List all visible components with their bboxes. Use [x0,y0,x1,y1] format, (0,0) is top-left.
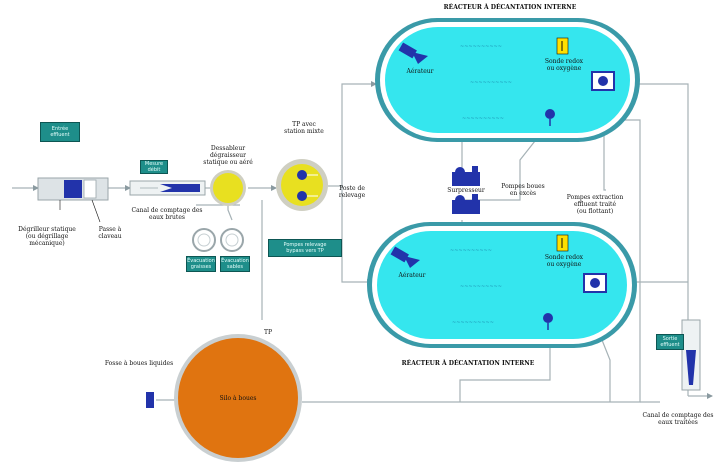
blower-2 [452,194,480,214]
grease-tag: Évacuation graisses [186,256,216,272]
reactor-bottom-title: RÉACTEUR À DÉCANTATION INTERNE [401,360,535,367]
probe-top [556,37,569,55]
reactor-bottom-wave-2: ~~~~~~~~~~ [460,284,502,290]
sludge-silo-label: Silo à boues [219,395,257,402]
lift-station-label: Poste de relevage [338,185,366,199]
inlet-channel-label: Canal de comptage des eaux brutes [131,207,203,221]
reactor-bottom [367,222,637,348]
reactor-bottom-wave-1: ~~~~~~~~~~ [450,248,492,254]
reactor-top-wave-2: ~~~~~~~~~~ [470,80,512,86]
sludge-inlet-valve [146,392,154,408]
aerator-bottom [390,246,420,268]
outlet-tag: Sortie effluent [656,334,684,350]
blower-label: Surpresseur [447,187,485,194]
lift-pump-tag: Pompes relevage bypass vers TP [268,239,342,257]
reactor-top-title: RÉACTEUR À DÉCANTATION INTERNE [443,4,577,11]
grit-chamber-label: Dessableur dégraisseur statique ou aéré [203,145,253,166]
outlet-flow-channel [681,319,701,391]
effluent-pump-label: Pompes extraction effluent traité (ou fl… [566,194,624,215]
inlet-tag: Entrée effluent [40,122,80,142]
aerator-top [398,42,428,64]
sand-drum [220,228,244,252]
outlet-channel-label: Canal de comptage des eaux traitées [642,412,714,426]
flow-meter-tag: Mesure débit [140,160,168,174]
probe-bottom [556,234,569,252]
reactor-bottom-wave-3: ~~~~~~~~~~ [452,320,494,326]
aerator-top-label: Aérateur [406,68,434,75]
grit-chamber [210,170,246,206]
pump-station [276,159,328,211]
effluent-pump-top [591,71,615,91]
sludge-pump-top [545,109,555,126]
sludge-pump-bottom [543,313,553,330]
sludge-pump-label: Pompes boues en excès [501,183,545,197]
bypass-label: Passe à claveau [98,226,122,240]
sand-tag: Évacuation sables [220,256,250,272]
reactor-top [375,18,640,142]
screen-label: Dégrilleur statique (ou dégrillage mécan… [18,226,76,247]
sludge-silo [174,334,302,462]
aerator-bottom-label: Aérateur [398,272,426,279]
effluent-pump-bottom [583,273,607,293]
sludge-tp-label: TP [263,329,273,336]
sludge-tank-label: Fosse à boues liquides [104,360,174,367]
inlet-flow-channel [129,180,206,196]
reactor-top-wave-1: ~~~~~~~~~~ [460,44,502,50]
probe-top-label: Sonde redox ou oxygène [544,58,584,72]
grease-drum [192,228,216,252]
reactor-top-wave-3: ~~~~~~~~~~ [462,116,504,122]
bar-screen [37,177,109,223]
pump-station-label: TP avec station mixte [284,121,324,135]
blower-1 [452,166,480,186]
probe-bottom-label: Sonde redox ou oxygène [544,254,584,268]
